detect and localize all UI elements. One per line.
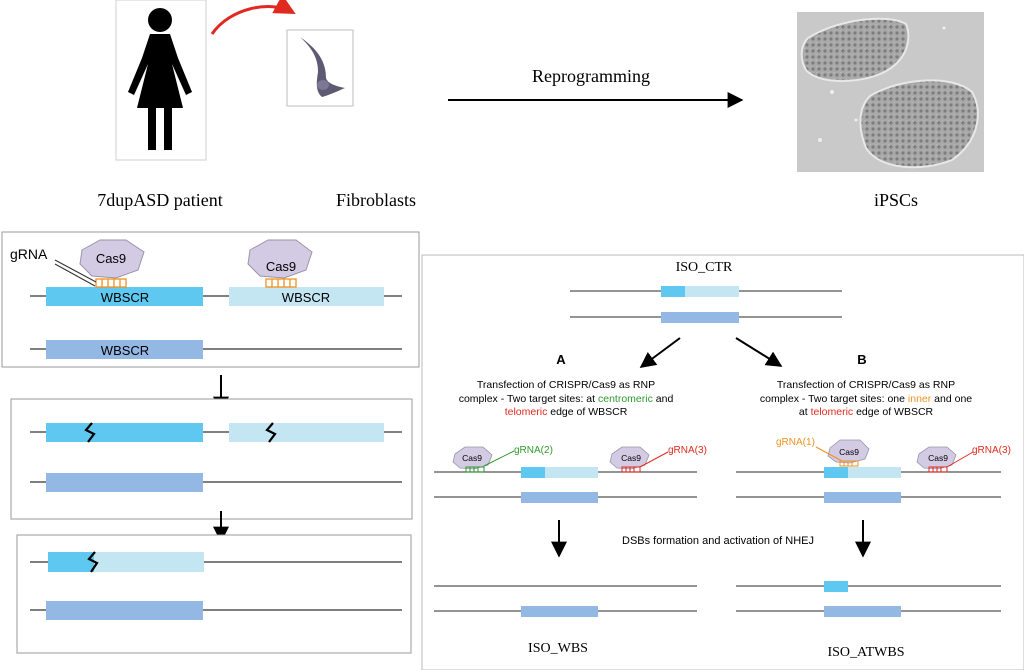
break-mark — [265, 422, 277, 443]
cas9-label: Cas9 — [928, 453, 948, 463]
patient-label: 7dupASD patient — [97, 190, 223, 210]
break-mark — [84, 422, 96, 443]
left-panel-step3 — [16, 534, 412, 654]
wbscr-segment-blue — [46, 340, 203, 359]
left-panel-step2 — [10, 398, 413, 520]
left-panel-step1: WBSCR WBSCR Cas9 gRNA Cas9 WBSCR — [1, 231, 420, 368]
grna-teeth — [95, 278, 127, 288]
wbscr-segment-cyan — [46, 287, 203, 306]
cas9-complex — [916, 446, 957, 470]
grna-label-red: gRNA(3) — [972, 445, 1011, 456]
red-curved-arrow — [210, 0, 296, 35]
wbscr-label: WBSCR — [282, 290, 330, 305]
patient-figure — [115, 0, 207, 161]
dsb-text: DSBs formation and activation of NHEJ — [622, 535, 814, 547]
branch-a-letter: A — [556, 352, 566, 367]
iso-ctr-label: ISO_CTR — [676, 260, 733, 275]
fibroblast-image — [286, 29, 354, 107]
right-panel: ISO_CTR A B Transfection of CRISPR/Cas9 … — [421, 254, 1024, 670]
cas9-complex — [79, 239, 145, 279]
branch-a-text-line3: telomeric edge of WBSCR — [505, 406, 628, 418]
grna-label: gRNA — [10, 246, 48, 262]
branch-a-text-line2: complex - Two target sites: at centromer… — [459, 393, 674, 405]
reprogramming-label: Reprogramming — [532, 66, 650, 86]
branch-arrow-a — [639, 337, 681, 368]
break-mark — [87, 551, 99, 573]
iso-wbs-label: ISO_WBS — [528, 641, 588, 656]
cas9-label: Cas9 — [266, 259, 296, 274]
wbscr-label: WBSCR — [101, 290, 149, 305]
cas9-label: Cas9 — [621, 453, 641, 463]
cas9-label: Cas9 — [839, 447, 859, 457]
grna-teeth — [265, 278, 297, 288]
branch-a-text-line1: Transfection of CRISPR/Cas9 as RNP — [477, 379, 655, 391]
ipscs-image — [797, 12, 984, 172]
branch-b-text-line1: Transfection of CRISPR/Cas9 as RNP — [777, 379, 955, 391]
cas9-label: Cas9 — [462, 453, 482, 463]
cas9-complex — [452, 446, 493, 470]
fibroblasts-label: Fibroblasts — [336, 190, 416, 210]
wbscr-label: WBSCR — [101, 343, 149, 358]
cas9-complex — [247, 239, 313, 279]
ipscs-label: iPSCs — [874, 190, 918, 210]
grna-label-green: gRNA(2) — [514, 445, 553, 456]
branch-b-letter: B — [857, 352, 866, 367]
cas9-label: Cas9 — [96, 251, 126, 266]
iso-atwbs-label: ISO_ATWBS — [827, 645, 904, 660]
branch-arrow-b — [735, 337, 783, 367]
cas9-complex — [827, 439, 870, 464]
grna-label-orange: gRNA(1) — [776, 437, 815, 448]
branch-b-text-line2: complex - Two target sites: one inner an… — [760, 393, 972, 405]
grna-label-red: gRNA(3) — [668, 445, 707, 456]
cas9-complex — [609, 446, 650, 470]
branch-b-text-line3: at telomeric edge of WBSCR — [799, 406, 934, 418]
wbscr-segment-light — [229, 287, 384, 306]
